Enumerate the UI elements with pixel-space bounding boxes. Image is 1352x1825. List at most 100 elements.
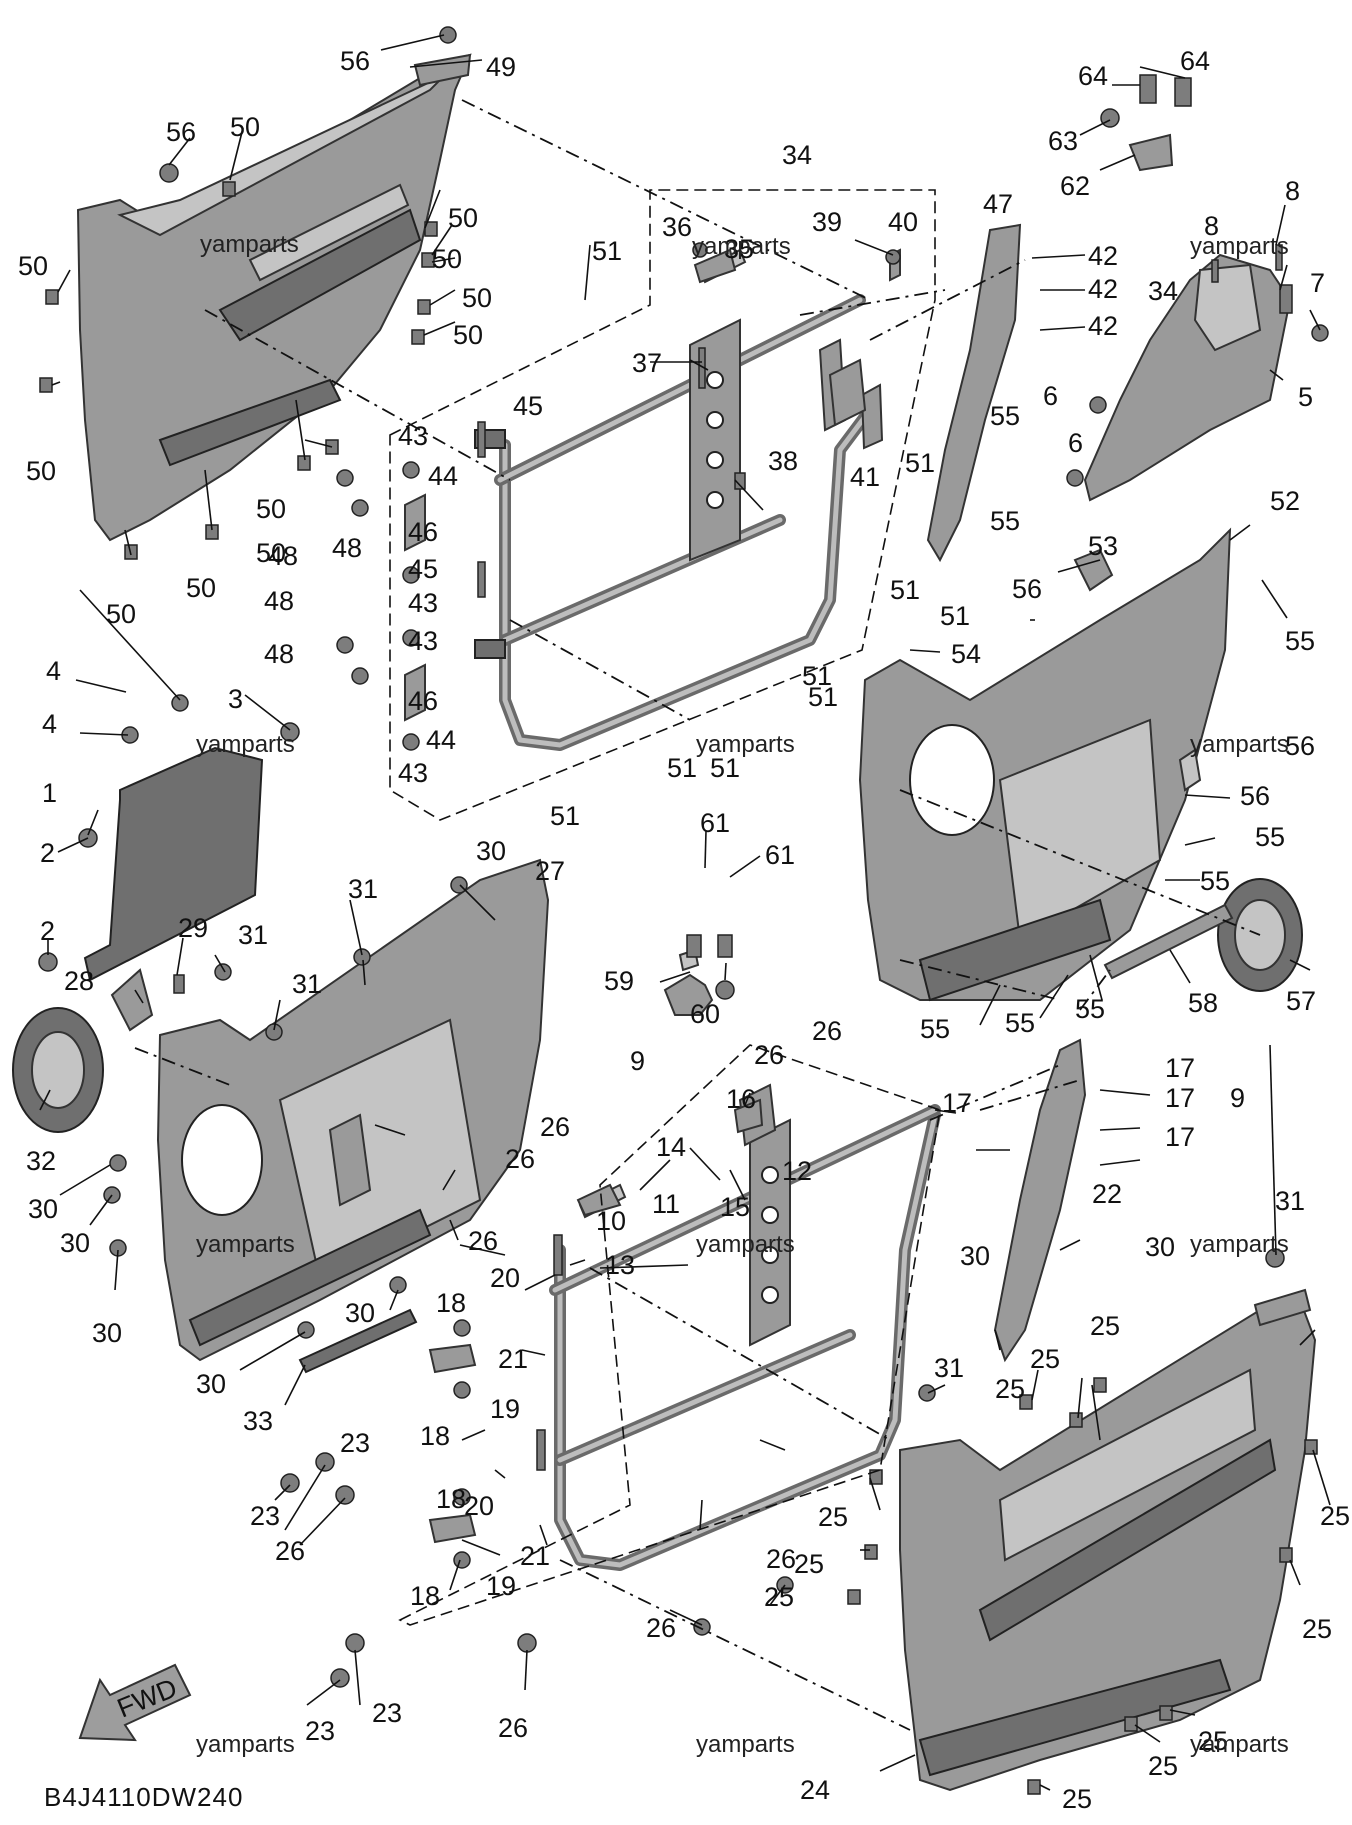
watermark: yamparts (1190, 1231, 1289, 1258)
callout-2: 2 (40, 838, 55, 868)
callout-22: 22 (1092, 1179, 1122, 1209)
watermark: yamparts (1190, 1731, 1289, 1758)
callout-52: 52 (1270, 486, 1300, 516)
watermarks: yamparts yamparts yamparts yamparts yamp… (196, 231, 1289, 1758)
callout-19: 19 (486, 1571, 516, 1601)
callout-48: 48 (268, 541, 298, 571)
callout-56: 56 (340, 46, 370, 76)
callout-42: 42 (1088, 311, 1118, 341)
small-mechanism-parts (576, 242, 901, 1217)
callout-62: 62 (1060, 171, 1090, 201)
callout-50: 50 (462, 283, 492, 313)
callout-58: 58 (1188, 988, 1218, 1018)
callout-18: 18 (436, 1484, 466, 1514)
callout-15: 15 (720, 1192, 750, 1222)
callout-13: 13 (605, 1250, 635, 1280)
callout-18: 18 (420, 1421, 450, 1451)
callout-31: 31 (1275, 1186, 1305, 1216)
callout-51: 51 (808, 682, 838, 712)
callout-6: 6 (1043, 381, 1058, 411)
callout-43: 43 (398, 421, 428, 451)
callout-12: 12 (782, 1156, 812, 1186)
callout-26: 26 (505, 1144, 535, 1174)
watermark: yamparts (200, 231, 299, 258)
callout-10: 10 (596, 1206, 626, 1236)
callout-64: 64 (1180, 46, 1210, 76)
group-boxes (389, 189, 941, 1626)
callout-50: 50 (106, 599, 136, 629)
callout-6: 6 (1068, 428, 1083, 458)
watermark: yamparts (196, 731, 295, 758)
callout-51: 51 (550, 801, 580, 831)
callout-26: 26 (646, 1613, 676, 1643)
callout-50: 50 (453, 320, 483, 350)
callout-16: 16 (726, 1084, 756, 1114)
callout-25: 25 (1090, 1311, 1120, 1341)
callout-25: 25 (1062, 1784, 1092, 1814)
callout-55: 55 (1200, 866, 1230, 896)
callout-56: 56 (1240, 781, 1270, 811)
callout-55: 55 (990, 506, 1020, 536)
watermark: yamparts (696, 731, 795, 758)
callout-5: 5 (1298, 382, 1313, 412)
callout-34: 34 (782, 140, 812, 170)
watermark: yamparts (696, 1731, 795, 1758)
callout-17: 17 (1165, 1053, 1195, 1083)
callout-44: 44 (428, 461, 458, 491)
callout-43: 43 (408, 626, 438, 656)
callout-51: 51 (710, 753, 740, 783)
callout-54: 54 (951, 639, 981, 669)
callout-42: 42 (1088, 274, 1118, 304)
callout-43: 43 (398, 758, 428, 788)
callout-17: 17 (1165, 1083, 1195, 1113)
callout-50: 50 (432, 244, 462, 274)
callout-51: 51 (940, 601, 970, 631)
callout-31: 31 (292, 969, 322, 999)
lower-hinges (280, 1234, 563, 1688)
callout-27: 27 (535, 856, 565, 886)
watermark: yamparts (696, 1231, 795, 1258)
callout-48: 48 (332, 533, 362, 563)
callout-23: 23 (372, 1698, 402, 1728)
callout-2: 2 (40, 916, 55, 946)
callout-61: 61 (700, 808, 730, 838)
callout-61: 61 (765, 840, 795, 870)
upper-right-parts (926, 74, 1329, 592)
callout-55: 55 (1285, 626, 1315, 656)
callout-46: 46 (408, 686, 438, 716)
callout-25: 25 (764, 1582, 794, 1612)
callout-51: 51 (890, 575, 920, 605)
callout-48: 48 (264, 639, 294, 669)
callout-8: 8 (1204, 211, 1219, 241)
callout-55: 55 (990, 401, 1020, 431)
callout-21: 21 (498, 1344, 528, 1374)
callout-26: 26 (540, 1112, 570, 1142)
callout-48: 48 (264, 586, 294, 616)
upper-hinges (336, 421, 506, 751)
callout-50: 50 (18, 251, 48, 281)
callout-30: 30 (60, 1228, 90, 1258)
callout-3: 3 (228, 684, 243, 714)
callout-17: 17 (942, 1088, 972, 1118)
callout-19: 19 (490, 1394, 520, 1424)
callout-23: 23 (340, 1428, 370, 1458)
callout-43: 43 (408, 588, 438, 618)
callout-41: 41 (850, 462, 880, 492)
callout-20: 20 (464, 1491, 494, 1521)
callout-1: 1 (42, 778, 57, 808)
callout-32: 32 (26, 1146, 56, 1176)
leader-lines (39, 34, 1331, 1791)
lower-left-door-panel (12, 858, 550, 1374)
callout-30: 30 (476, 836, 506, 866)
callout-26: 26 (766, 1544, 796, 1574)
callout-44: 44 (426, 725, 456, 755)
callout-30: 30 (196, 1369, 226, 1399)
callout-50: 50 (448, 203, 478, 233)
callout-25: 25 (1148, 1751, 1178, 1781)
callout-23: 23 (305, 1716, 335, 1746)
clip-56 (159, 163, 179, 183)
callout-59: 59 (604, 966, 634, 996)
callout-9: 9 (1230, 1083, 1245, 1113)
callout-51: 51 (905, 448, 935, 478)
watermark: yamparts (196, 1231, 295, 1258)
